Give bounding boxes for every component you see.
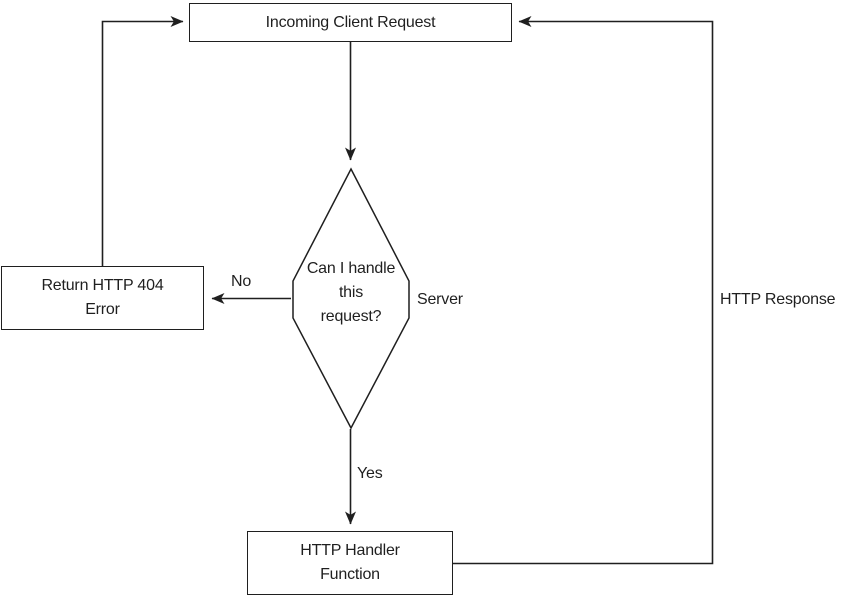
node-decision-label: Can I handle this request? [306, 260, 396, 325]
edge-label-no: No [231, 273, 252, 290]
decision-diamond-shape [292, 167, 410, 430]
edge-label-server: Server [417, 291, 463, 308]
edge-handler-to-incoming [453, 16, 714, 565]
edge-label-yes: Yes [357, 465, 383, 482]
node-return-http-404-error: Return HTTP 404 Error [1, 266, 204, 330]
edge-label-http-response: HTTP Response [720, 291, 836, 308]
node-incoming-client-request: Incoming Client Request [189, 3, 512, 42]
node-http-handler-function: HTTP Handler Function [247, 531, 453, 595]
edge-404-to-incoming [101, 16, 184, 266]
